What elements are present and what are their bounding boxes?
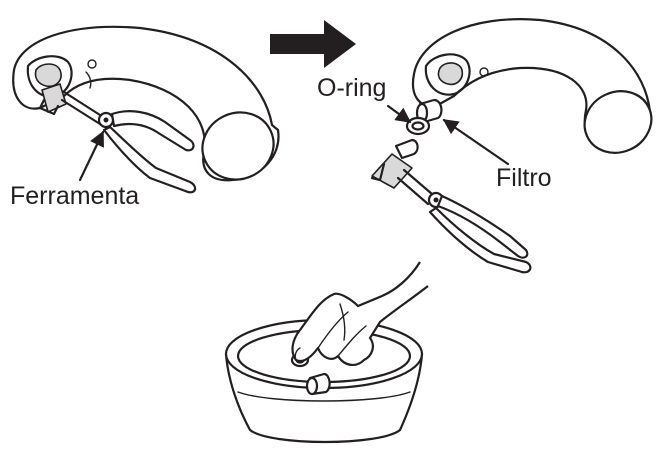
o-ring-leader-arrow [388, 106, 410, 122]
o-ring-label: O-ring [317, 74, 386, 102]
right-arrow-icon [270, 20, 356, 68]
faucet-spout-right [413, 19, 662, 163]
pliers-right [372, 140, 530, 272]
tool-leader-arrow [80, 132, 103, 180]
filter-leader-arrow [444, 120, 508, 164]
filter-label: Filtro [496, 164, 552, 192]
o-ring-part [407, 118, 429, 134]
pliers-left [40, 84, 195, 192]
tool-label: Ferramenta [10, 182, 139, 210]
